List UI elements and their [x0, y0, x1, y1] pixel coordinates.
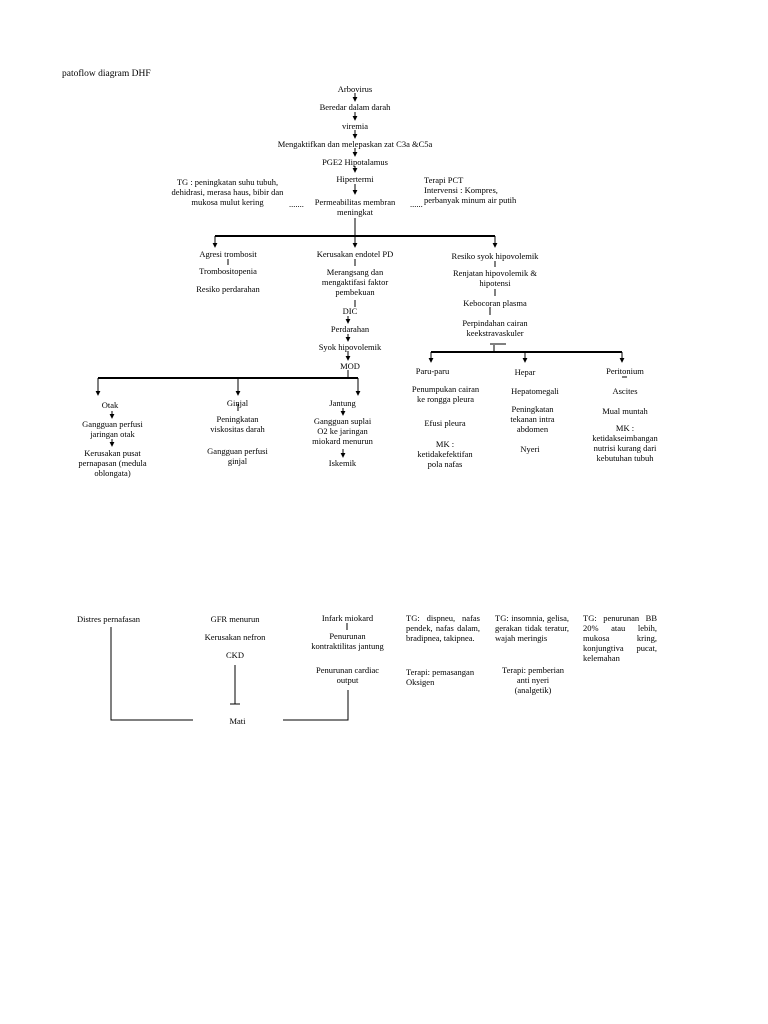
- node-otak: Otak: [101, 400, 119, 410]
- node-arbovirus: Arbovirus: [337, 84, 373, 94]
- node-perdarahan: Perdarahan: [330, 324, 370, 334]
- node-ascites: Ascites: [612, 386, 638, 396]
- node-ckd: CKD: [226, 650, 244, 660]
- node-perpindahan-cairan: Perpindahan cairan keekstravaskuler: [462, 318, 528, 338]
- node-kebocoran-plasma: Kebocoran plasma: [463, 298, 527, 308]
- node-mati: Mati: [229, 716, 246, 726]
- node-kerusakan-pusat-pernapasan: Kerusakan pusat pernapasan (medula oblon…: [78, 448, 147, 478]
- node-peningkatan-tekanan-abdomen: Peningkatan tekanan intra abdomen: [510, 404, 555, 434]
- node-resiko-syok-hipovolemik: Resiko syok hipovolemik: [451, 251, 539, 261]
- node-hepar: Hepar: [514, 367, 536, 377]
- node-viremia: viremia: [342, 121, 368, 131]
- terapi-pct: Terapi PCT Intervensi : Kompres, perbany…: [424, 175, 517, 205]
- terapi-analgetik: Terapi: pemberian anti nyeri (analgetik): [502, 665, 564, 695]
- node-permeabilitas-membran: Permeabilitas membran meningkat: [314, 197, 396, 217]
- node-iskemik: Iskemik: [328, 458, 357, 468]
- node-syok-hipovolemik: Syok hipovolemik: [318, 342, 382, 352]
- node-distres-pernafasan: Distres pernafasan: [77, 614, 141, 624]
- node-peritonium: Peritonium: [606, 366, 644, 376]
- tg-dispneu: TG: dispneu, nafas pendek, nafas dalam, …: [406, 613, 480, 643]
- dots-left: .......: [289, 199, 304, 209]
- dots-right: ......: [410, 199, 423, 209]
- tg-penurunan-bb: TG: penurunan BB 20% atau lebih, mukosa …: [583, 613, 657, 663]
- node-gfr-menurun: GFR menurun: [210, 614, 260, 624]
- node-infark-miokard: Infark miokard: [321, 613, 374, 623]
- node-pge2-hipotalamus: PGE2 Hipotalamus: [322, 157, 388, 167]
- node-peningkatan-viskositas: Peningkatan viskositas darah: [210, 414, 265, 434]
- node-mual-muntah: Mual muntah: [602, 406, 648, 416]
- node-beredar-dalam-darah: Beredar dalam darah: [319, 102, 391, 112]
- node-gangguan-suplai-o2: Gangguan suplai O2 ke jaringan miokard m…: [312, 416, 373, 446]
- node-jantung: Jantung: [329, 398, 356, 408]
- node-penurunan-kontraktilitas: Penurunan kontraktilitas jantung: [311, 631, 384, 651]
- node-trombositopenia: Trombositopenia: [199, 266, 257, 276]
- node-hepatomegali: Hepatomegali: [511, 386, 559, 396]
- node-penurunan-cardiac-output: Penurunan cardiac output: [315, 665, 379, 685]
- node-kerusakan-nefron: Kerusakan nefron: [204, 632, 266, 642]
- node-gangguan-perfusi-otak: Gangguan perfusi jaringan otak: [82, 419, 143, 439]
- node-mengaktifkan-c3a-c5a: Mengaktifkan dan melepaskan zat C3a &C5a: [277, 139, 433, 149]
- mk-pola-nafas: MK : ketidakefektifan pola nafas: [417, 439, 473, 469]
- node-gangguan-perfusi-ginjal: Gangguan perfusi ginjal: [207, 446, 268, 466]
- node-kerusakan-endotel: Kerusakan endotel PD: [316, 249, 394, 259]
- node-efusi-pleura: Efusi pleura: [424, 418, 466, 428]
- mk-nutrisi: MK : ketidakseimbangan nutrisi kurang da…: [592, 423, 658, 463]
- node-agresi-trombosit: Agresi trombosit: [199, 249, 257, 259]
- node-ginjal: Ginjal: [226, 398, 249, 408]
- node-hipertermi: Hipertermi: [336, 174, 374, 184]
- terapi-oksigen: Terapi: pemasangan Oksigen: [406, 667, 475, 687]
- tg-peningkatan-suhu: TG : peningkatan suhu tubuh, dehidrasi, …: [171, 177, 284, 207]
- node-resiko-perdarahan: Resiko perdarahan: [196, 284, 260, 294]
- node-renjatan-hipovolemik: Renjatan hipovolemik & hipotensi: [452, 268, 538, 288]
- node-paru-paru: Paru-paru: [415, 366, 450, 376]
- node-penumpukan-cairan: Penumpukan cairan ke rongga pleura: [411, 384, 480, 404]
- node-mod: MOD: [340, 361, 360, 371]
- tg-insomnia: TG: insomnia, gelisa, gerakan tidak tera…: [495, 613, 569, 643]
- node-merangsang-faktor-pembekuan: Merangsang dan mengaktifasi faktor pembe…: [321, 267, 389, 297]
- node-dic: DIC: [342, 306, 358, 316]
- diagram-title: patoflow diagram DHF: [62, 69, 151, 79]
- node-nyeri: Nyeri: [520, 444, 540, 454]
